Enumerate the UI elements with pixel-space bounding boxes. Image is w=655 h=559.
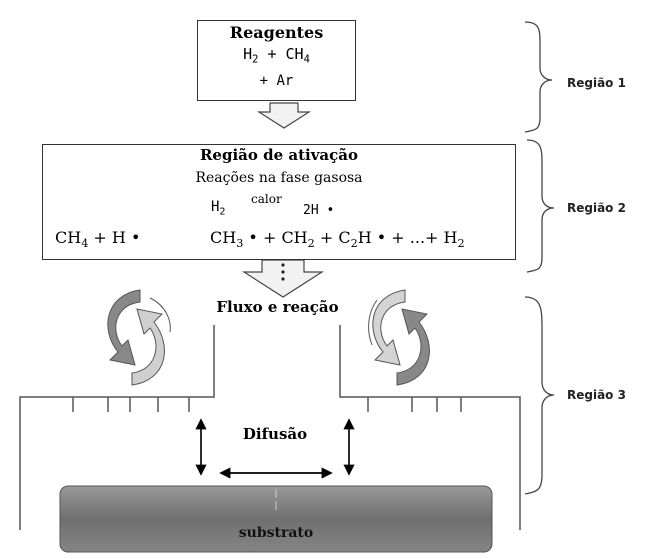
swirl-right-icon: [368, 289, 430, 386]
substrate-label: substrato: [238, 525, 314, 541]
diffusion-label: Difusão: [242, 425, 308, 443]
flow-arrow-1: [256, 102, 312, 129]
swirl-left-icon: [107, 289, 171, 386]
reactor-walls: [19, 325, 521, 530]
reagents-line1: H2 + CH4: [243, 45, 310, 66]
region-3-label: Região 3: [567, 388, 626, 402]
reaction-1-product: 2H •: [303, 203, 335, 218]
reagents-title: Reagentes: [229, 23, 324, 42]
substrate-block: [59, 485, 493, 553]
reaction-2: CH4 + H •: [55, 228, 141, 250]
activation-box: [42, 144, 516, 260]
reagents-line2: + Ar: [259, 73, 294, 89]
reaction-1: H2: [211, 199, 226, 218]
region-braces: [524, 21, 555, 495]
calor-label: calor: [251, 192, 282, 206]
diffusion-arrows: [195, 418, 355, 479]
region-2-label: Região 2: [567, 201, 626, 215]
flow-label: Fluxo e reação: [216, 298, 339, 316]
reactor-teeth: [72, 397, 462, 412]
reaction-2-products: CH3 • + CH2 + C2H • + ...+ H2: [210, 228, 465, 250]
activation-subtitle: Reações na fase gasosa: [195, 170, 363, 186]
reagents-box: Reagentes H2 + CH4 + Ar: [197, 20, 356, 101]
activation-title: Região de ativação: [199, 146, 359, 164]
region-1-label: Região 1: [567, 76, 626, 90]
